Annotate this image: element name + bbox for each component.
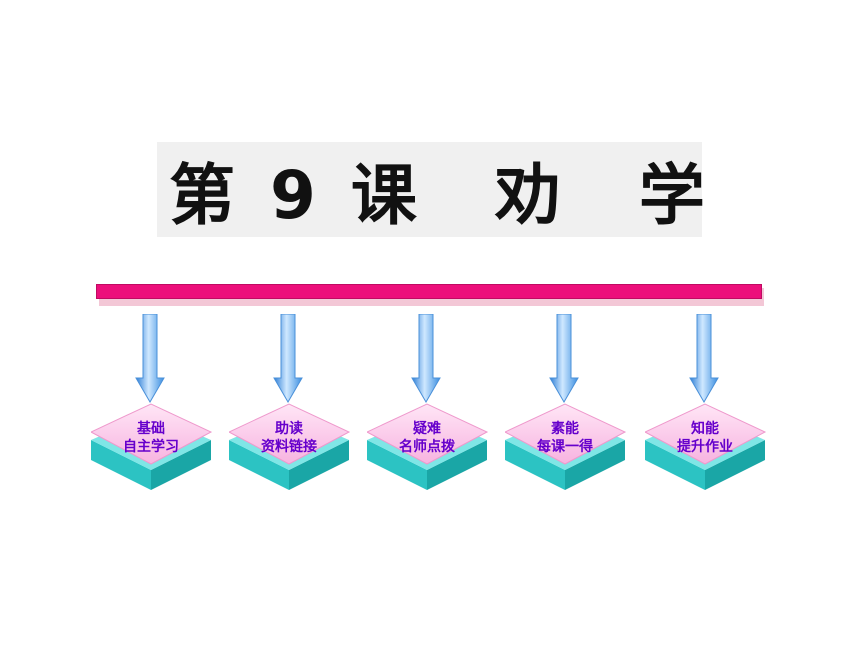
diamond-top: [91, 403, 213, 465]
node-label: 助读资料链接: [229, 420, 349, 456]
diamond-top: [367, 403, 489, 465]
node-label: 素能每课一得: [505, 420, 625, 456]
node-skill-lesson[interactable]: 素能每课一得: [505, 314, 635, 504]
node-basic-self-study[interactable]: 基础自主学习: [91, 314, 221, 504]
diamond-top: [229, 403, 351, 465]
slab-left-side: [645, 440, 705, 490]
node-label: 疑难名师点拨: [367, 420, 487, 456]
slab-left-side: [367, 440, 427, 490]
node-graphic: [367, 314, 489, 490]
divider-bar: [96, 284, 762, 299]
slab-right-side: [427, 440, 487, 490]
node-label: 知能提升作业: [645, 420, 765, 456]
node-label-line1: 基础: [137, 421, 165, 437]
slab-left-side: [505, 440, 565, 490]
diamond-top: [645, 403, 767, 465]
slab-left-side: [229, 440, 289, 490]
slab-right-side: [565, 440, 625, 490]
slab-right-side: [705, 440, 765, 490]
node-graphic: [505, 314, 627, 490]
down-arrow-icon: [549, 314, 579, 403]
diamond-top: [505, 403, 627, 465]
node-difficulty-tips[interactable]: 疑难名师点拨: [367, 314, 497, 504]
node-label-line2: 自主学习: [123, 439, 179, 455]
down-arrow-icon: [273, 314, 303, 403]
node-reading-materials[interactable]: 助读资料链接: [229, 314, 359, 504]
node-graphic: [645, 314, 767, 490]
node-graphic: [229, 314, 351, 490]
down-arrow-icon: [411, 314, 441, 403]
node-practice-homework[interactable]: 知能提升作业: [645, 314, 775, 504]
slab-left-side: [91, 440, 151, 490]
node-label-line1: 知能: [691, 421, 719, 437]
node-graphic: [91, 314, 213, 490]
down-arrow-icon: [689, 314, 719, 403]
title-box: 第 9 课 劝 学: [157, 142, 711, 237]
node-label-line1: 疑难: [413, 421, 441, 437]
node-label-line1: 助读: [275, 421, 303, 437]
node-label-line2: 每课一得: [537, 439, 593, 455]
node-label-line2: 提升作业: [677, 439, 733, 455]
slab-right-side: [151, 440, 211, 490]
node-label: 基础自主学习: [91, 420, 211, 456]
node-label-line1: 素能: [551, 421, 579, 437]
down-arrow-icon: [135, 314, 165, 403]
lesson-title: 第 9 课 劝 学: [169, 156, 711, 234]
slab-right-side: [289, 440, 349, 490]
node-label-line2: 名师点拨: [399, 439, 455, 455]
node-label-line2: 资料链接: [261, 439, 317, 455]
